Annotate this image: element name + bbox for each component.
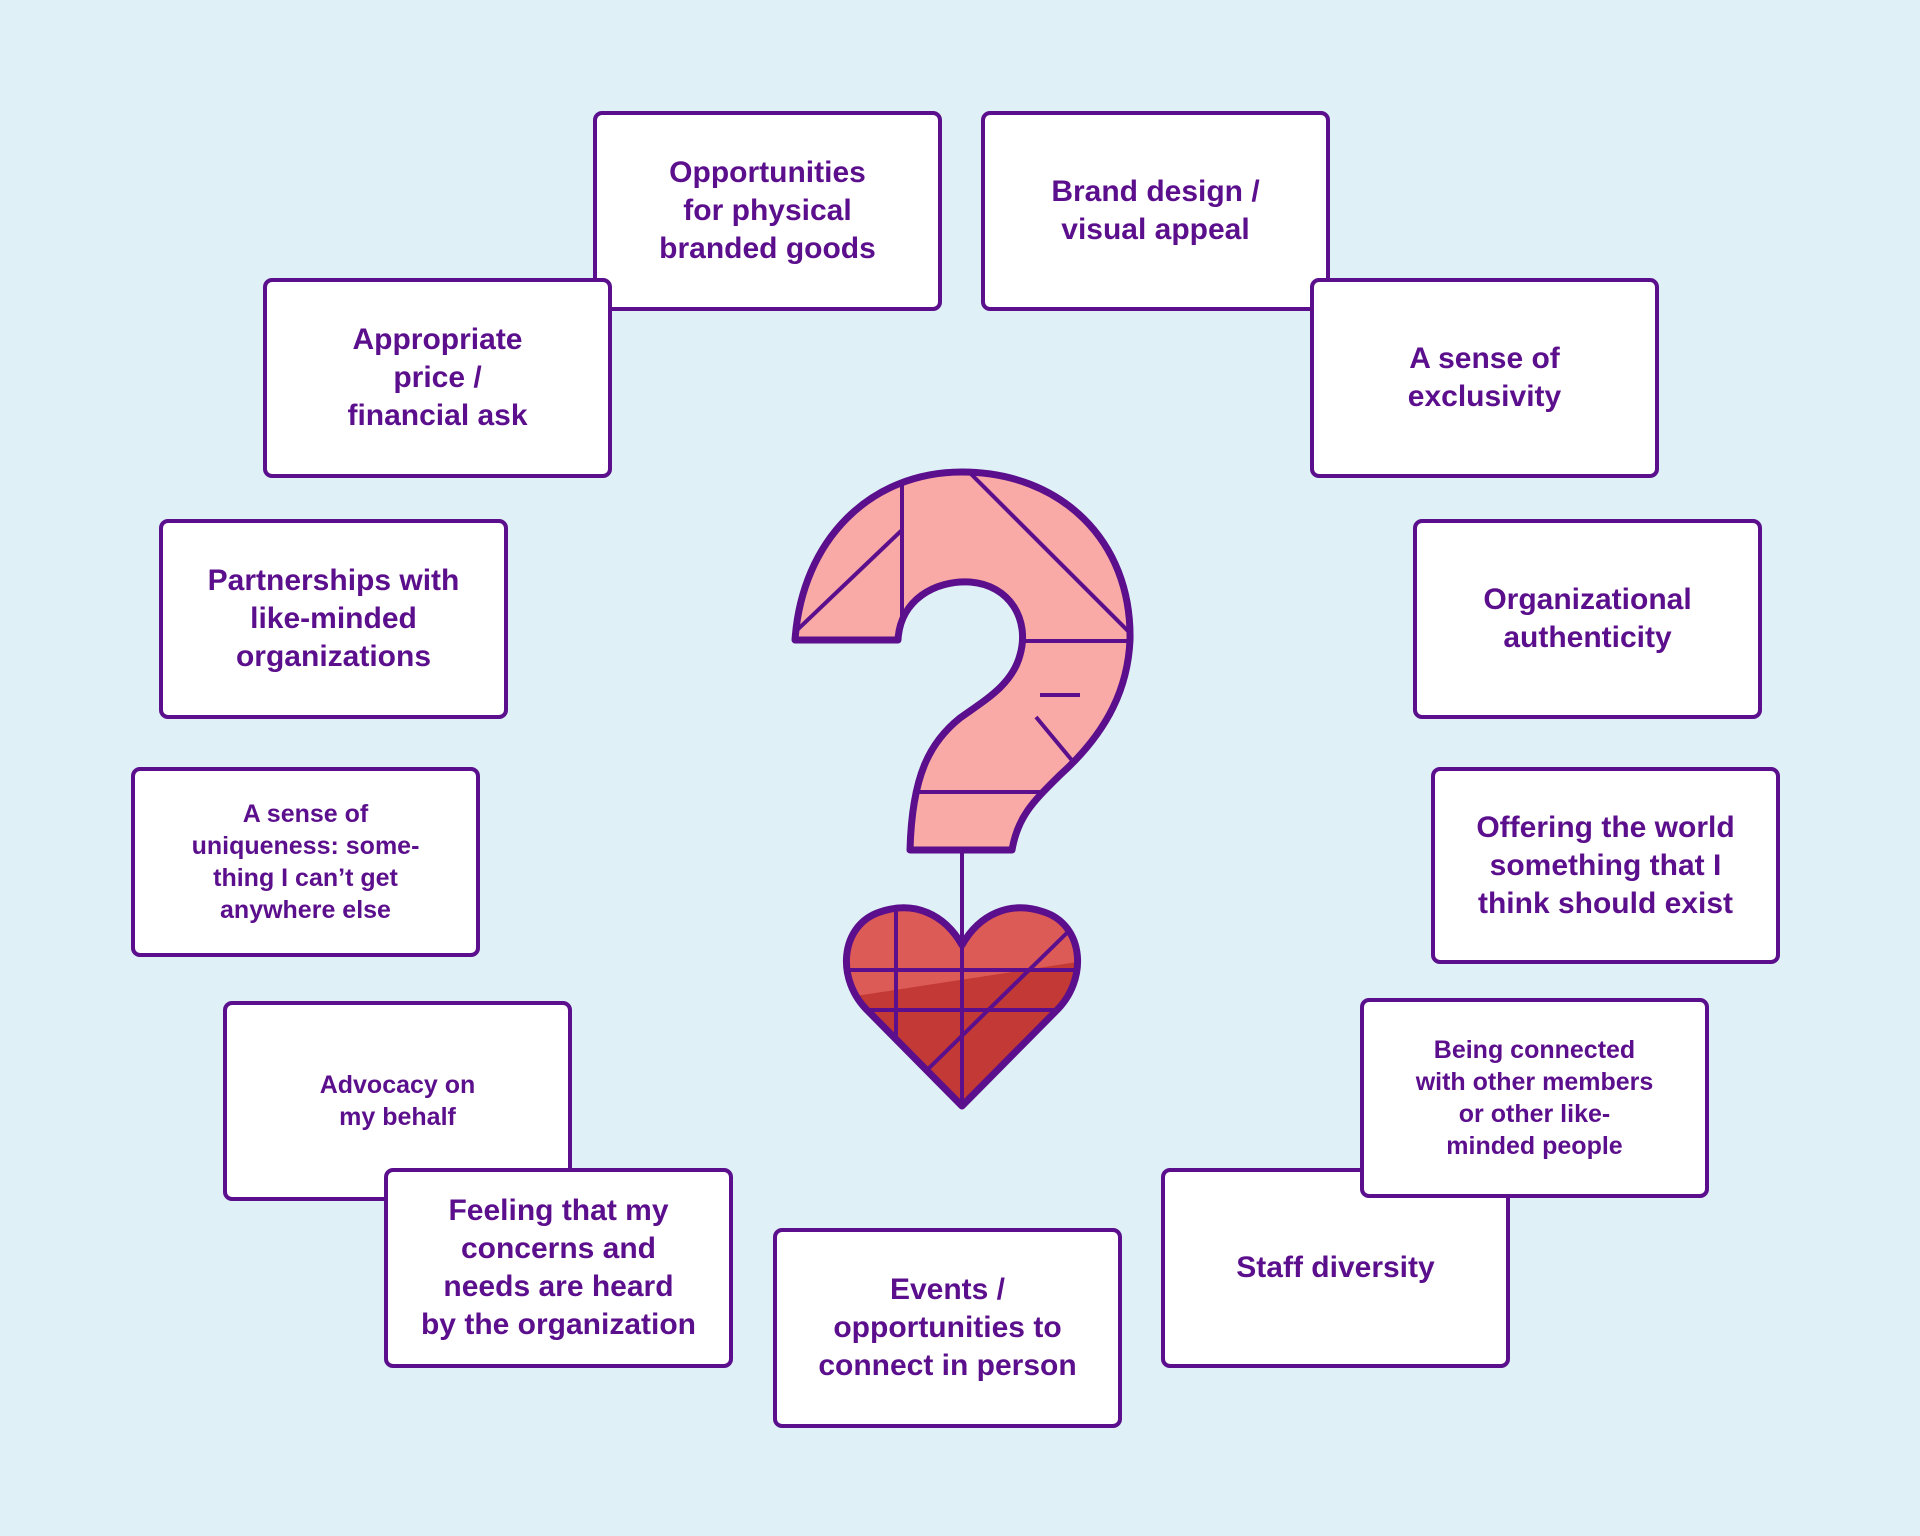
factor-text: Appropriate price / financial ask <box>347 323 528 432</box>
factor-card-exclusivity: A sense of exclusivity <box>1310 278 1659 478</box>
factor-text: Brand design / visual appeal <box>1051 175 1260 246</box>
factor-text: Advocacy on my behalf <box>319 1071 476 1131</box>
factor-text: A sense of exclusivity <box>1407 342 1562 413</box>
factor-card-offering-world: Offering the world something that I thin… <box>1431 767 1780 964</box>
factor-card-heard: Feeling that my concerns and needs are h… <box>384 1168 733 1368</box>
factor-text: Feeling that my concerns and needs are h… <box>420 1194 696 1341</box>
factor-text: Partnerships with like-minded organizati… <box>207 564 460 673</box>
factor-text: Events / opportunities to connect in per… <box>818 1273 1077 1382</box>
factor-text: Staff diversity <box>1236 1251 1435 1284</box>
factor-card-physical-goods: Opportunities for physical branded goods <box>593 111 942 311</box>
factor-card-brand-design: Brand design / visual appeal <box>981 111 1330 311</box>
factor-text: Being connected with other members or ot… <box>1415 1036 1654 1160</box>
question-mark-icon <box>795 472 1131 850</box>
factor-card-authenticity: Organizational authenticity <box>1413 519 1762 719</box>
factor-card-advocacy: Advocacy on my behalf <box>223 1001 572 1201</box>
factor-card-connected-members: Being connected with other members or ot… <box>1360 998 1709 1198</box>
factor-text: Offering the world something that I thin… <box>1476 810 1735 920</box>
factor-card-partnerships: Partnerships with like-minded organizati… <box>159 519 508 719</box>
factor-text: Opportunities for physical branded goods <box>659 156 876 265</box>
factor-text: Organizational authenticity <box>1483 583 1692 654</box>
factor-card-events: Events / opportunities to connect in per… <box>773 1228 1122 1428</box>
question-mark-heart-graphic <box>791 468 1134 1110</box>
factor-card-staff-diversity: Staff diversity <box>1161 1168 1510 1368</box>
factor-card-price: Appropriate price / financial ask <box>263 278 612 478</box>
factor-card-uniqueness: A sense of uniqueness: some- thing I can… <box>131 767 480 957</box>
factor-text: A sense of uniqueness: some- thing I can… <box>191 800 420 924</box>
